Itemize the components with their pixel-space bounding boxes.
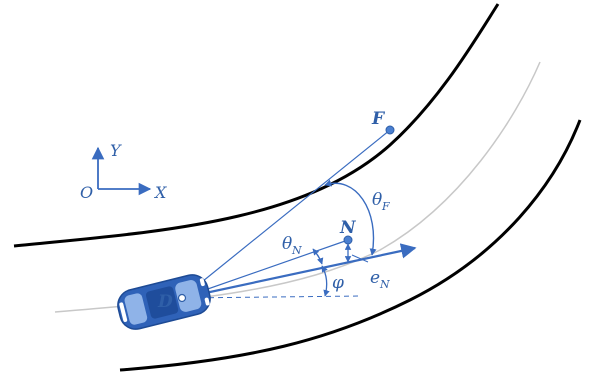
line-to-far-point — [181, 129, 391, 299]
label-theta-n: θ — [282, 234, 292, 254]
far-point-marker — [385, 125, 395, 135]
theta-n-arc — [312, 248, 324, 265]
label-phi: φ — [332, 273, 344, 293]
label-n: N — [339, 218, 357, 238]
label-e-n: e — [370, 268, 380, 288]
label-f: F — [371, 109, 386, 129]
label-e-n-sub: N — [379, 278, 390, 291]
label-theta-f: θ — [372, 190, 382, 210]
reference-dashed-line — [181, 295, 363, 299]
phi-arc — [321, 265, 330, 297]
label-theta-n-sub: N — [291, 244, 302, 257]
road-centerline — [54, 61, 541, 313]
vehicle-center-point — [177, 293, 187, 303]
lateral-error-leader — [351, 254, 369, 263]
heading-arrow — [181, 243, 417, 300]
label-y-axis: Y — [110, 141, 122, 160]
label-x-axis: X — [153, 183, 167, 202]
road-inner-edge — [119, 119, 582, 372]
label-origin: O — [80, 183, 93, 202]
theta-f-arc — [324, 179, 377, 256]
vehicle-icon — [117, 274, 211, 332]
near-point-marker — [343, 235, 353, 245]
road-outer-edge — [13, 3, 500, 248]
label-theta-f-sub: F — [381, 200, 390, 213]
label-d: D — [157, 292, 173, 312]
